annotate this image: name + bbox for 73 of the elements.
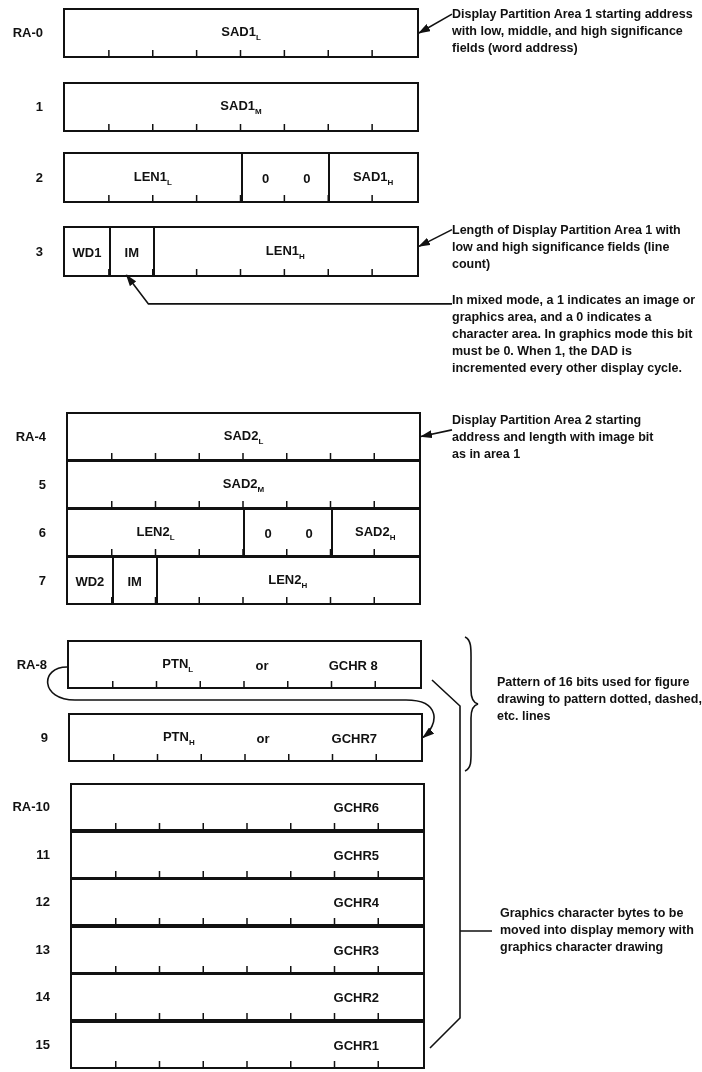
field-label: LEN1$_{H}$ bbox=[265, 242, 305, 261]
field-label: 0 bbox=[262, 170, 270, 185]
register-address: 7 bbox=[37, 572, 46, 588]
register-address: 12 bbox=[34, 894, 50, 909]
note-text: Graphics character bytes to be moved into display memory with graphics character drawing bbox=[500, 905, 695, 956]
arrow bbox=[418, 13, 453, 34]
field-label: WD2 bbox=[75, 573, 105, 588]
field-label: 0 bbox=[303, 170, 311, 185]
register-box bbox=[70, 973, 425, 1021]
register-box bbox=[63, 8, 419, 58]
register-address: 14 bbox=[34, 989, 50, 1004]
field-label: SAD1$_{H}$ bbox=[352, 168, 394, 187]
register-box bbox=[63, 152, 419, 203]
annotation-text: Display Partition Area 2 starting address and length with image bit as in area 1 bbox=[452, 412, 667, 463]
register-box bbox=[63, 82, 419, 132]
register-address: 5 bbox=[37, 476, 46, 492]
register-address: 15 bbox=[34, 1036, 50, 1052]
register-address: RA-10 bbox=[11, 799, 50, 814]
register-box bbox=[70, 925, 425, 974]
field-label: PTN$_{H}$ bbox=[162, 728, 195, 747]
annotation-text: Display Partition Area 1 starting address with low, middle, and high significance fields (word address) bbox=[452, 6, 702, 57]
register-box bbox=[67, 640, 422, 689]
field-label: SAD1$_{M}$ bbox=[220, 98, 262, 116]
field-label: GCHR7 bbox=[331, 730, 378, 745]
note-text: Pattern of 16 bits used for figure drawing to pattern dotted, dashed, etc. lines bbox=[497, 674, 702, 725]
field-label: GCHR2 bbox=[333, 989, 380, 1005]
register-box bbox=[70, 830, 425, 879]
annotation-text: In mixed mode, a 1 indicates an image or graphics area, and a 0 indicates a character area. In graphics mode this bit must be 0. When 1, the DAD is incremented every other display cycle. bbox=[452, 292, 702, 377]
field-label: GCHR 8 bbox=[328, 657, 378, 672]
field-label: 0 bbox=[264, 525, 272, 540]
arrow bbox=[420, 429, 453, 439]
arrow bbox=[46, 666, 435, 739]
field-label: SAD1$_{L}$ bbox=[221, 24, 261, 42]
field-label: IM bbox=[127, 573, 142, 588]
field-label: 0 bbox=[305, 525, 313, 540]
field-label: or bbox=[255, 657, 269, 672]
register-address: RA-4 bbox=[14, 428, 46, 444]
field-label: SAD2$_{M}$ bbox=[222, 475, 265, 494]
field-label: SAD2$_{H}$ bbox=[355, 523, 396, 542]
register-address: 13 bbox=[34, 941, 50, 957]
field-label: LEN2$_{L}$ bbox=[136, 523, 175, 542]
register-address: 11 bbox=[35, 846, 50, 862]
arrow bbox=[418, 228, 453, 248]
annotation-text: Length of Display Partition Area 1 with low and high significance fields (line count) bbox=[452, 222, 697, 273]
field-label: or bbox=[256, 730, 270, 745]
register-address: RA-8 bbox=[15, 656, 47, 672]
register-box bbox=[70, 878, 425, 926]
field-label: LEN1$_{L}$ bbox=[133, 168, 172, 187]
register-box bbox=[66, 412, 421, 461]
field-label: GCHR3 bbox=[333, 942, 380, 957]
register-address: 1 bbox=[34, 99, 43, 114]
field-label: IM bbox=[124, 244, 140, 259]
arrow bbox=[125, 274, 453, 305]
register-address: 9 bbox=[39, 729, 48, 745]
field-label: GCHR4 bbox=[333, 894, 380, 910]
register-address: RA-0 bbox=[11, 25, 43, 40]
field-label: GCHR6 bbox=[333, 799, 380, 815]
register-box bbox=[66, 508, 421, 557]
register-box bbox=[70, 1020, 425, 1069]
field-label: GCHR1 bbox=[333, 1037, 380, 1052]
register-box bbox=[68, 713, 423, 762]
register-box bbox=[70, 783, 425, 831]
field-label: SAD2$_{L}$ bbox=[223, 427, 264, 446]
register-address: 3 bbox=[34, 243, 43, 259]
register-box bbox=[66, 460, 421, 509]
field-label: LEN2$_{H}$ bbox=[268, 571, 308, 590]
register-address: 6 bbox=[37, 524, 46, 540]
register-box bbox=[66, 556, 421, 605]
field-label: PTN$_{L}$ bbox=[162, 655, 194, 674]
register-box bbox=[63, 226, 419, 277]
field-label: GCHR5 bbox=[333, 847, 380, 862]
field-label: WD1 bbox=[72, 244, 102, 259]
register-address: 2 bbox=[34, 169, 43, 185]
